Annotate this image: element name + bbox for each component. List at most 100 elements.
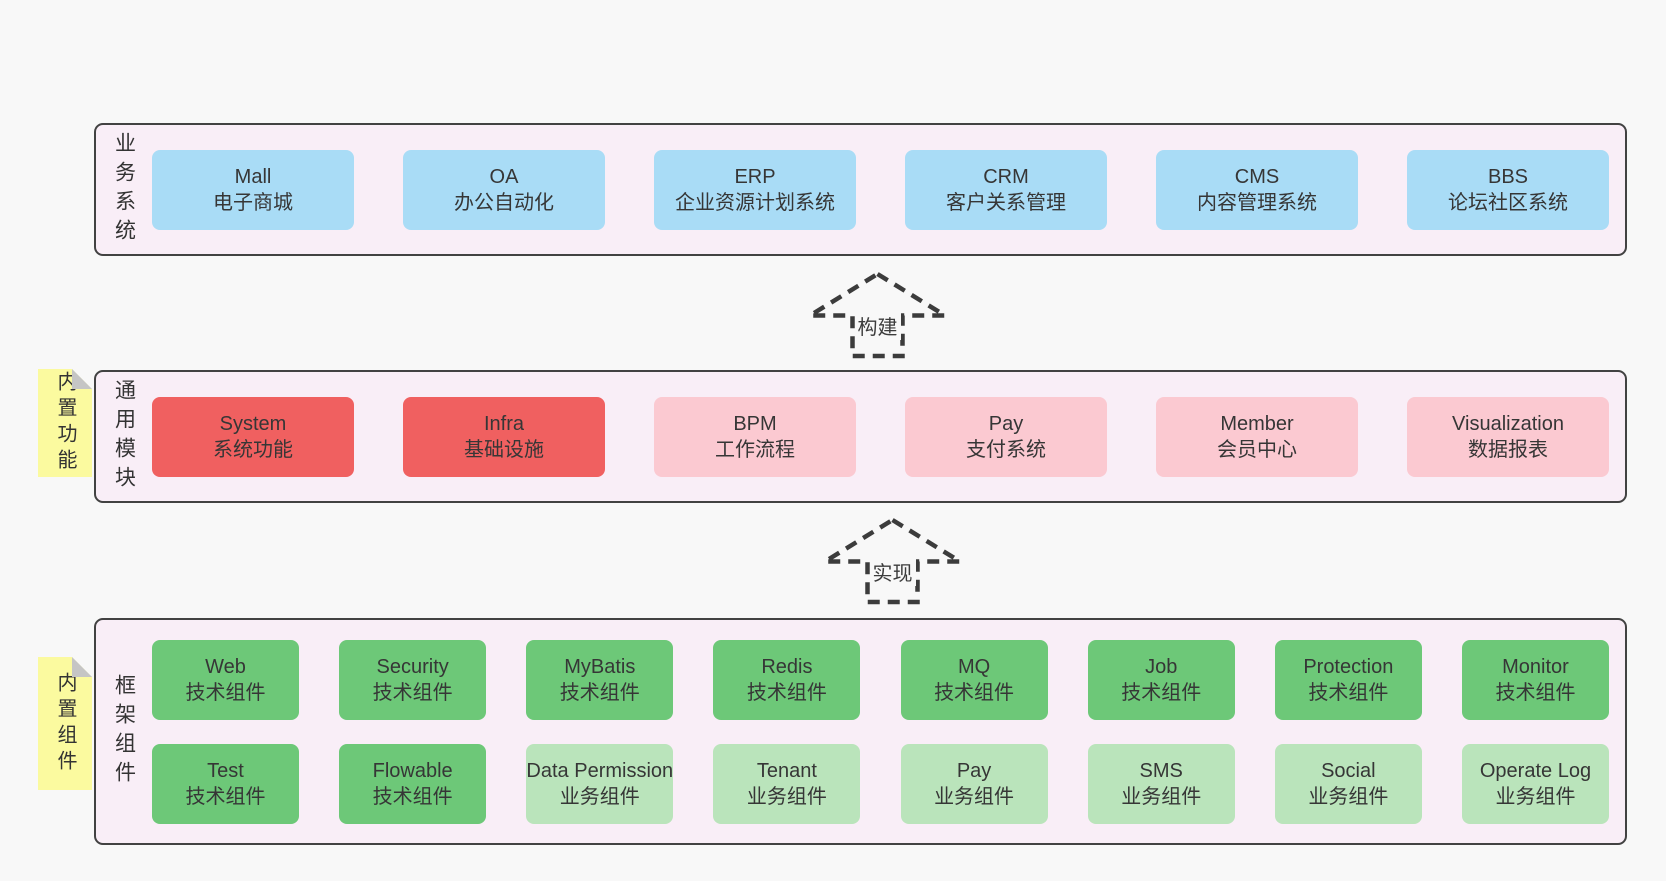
arrow-implement: 实现	[822, 516, 963, 606]
box-cms: CMS 内容管理系统	[1156, 149, 1358, 230]
box-title: Social	[1321, 759, 1376, 782]
box-security: Security 技术组件	[339, 639, 487, 720]
layer-framework-components: 框架组件 Web 技术组件 Security 技术组件 MyBatis 技术组件…	[94, 618, 1627, 845]
box-data-permission: Data Permission 业务组件	[526, 743, 674, 824]
sticky-note-built-in-features: 内置功能	[38, 369, 92, 477]
box-title: Operate Log	[1479, 759, 1592, 782]
box-title: OA	[489, 165, 519, 188]
box-test: Test 技术组件	[152, 743, 299, 824]
box-visualization: Visualization 数据报表	[1407, 396, 1609, 477]
box-title: System	[219, 412, 287, 435]
box-subtitle: 技术组件	[1121, 681, 1202, 704]
box-subtitle: 技术组件	[1495, 681, 1576, 704]
layer-label-business-systems: 业务系统	[96, 132, 152, 248]
layer-label-text: 通用模块	[112, 378, 136, 495]
box-mq: MQ 技术组件	[900, 639, 1048, 720]
box-subtitle: 企业资源计划系统	[675, 191, 835, 214]
framework-components-row-2: Test 技术组件 Flowable 技术组件 Data Permission …	[152, 743, 1609, 824]
box-protection: Protection 技术组件	[1274, 639, 1422, 720]
business-systems-boxes: Mall 电子商城 OA 办公自动化 ERP 企业资源计划系统 CRM 客户关系…	[152, 149, 1609, 230]
box-subtitle: 支付系统	[966, 438, 1046, 461]
box-title: Member	[1220, 412, 1294, 435]
box-subtitle: 内容管理系统	[1197, 191, 1317, 214]
box-title: Pay	[988, 412, 1024, 435]
box-title: Flowable	[372, 759, 453, 782]
box-pay-component: Pay 业务组件	[900, 743, 1048, 824]
box-title: Job	[1145, 655, 1178, 678]
box-mybatis: MyBatis 技术组件	[526, 639, 674, 720]
layer-label-framework-components: 框架组件	[96, 674, 152, 790]
layer-label-text: 业务系统	[112, 131, 136, 248]
box-subtitle: 电子商城	[213, 191, 293, 214]
box-title: SMS	[1139, 759, 1183, 782]
box-subtitle: 技术组件	[185, 681, 266, 704]
box-monitor: Monitor 技术组件	[1461, 639, 1609, 720]
framework-components-row-1: Web 技术组件 Security 技术组件 MyBatis 技术组件 Redi…	[152, 639, 1609, 720]
arrow-implement-label: 实现	[869, 557, 916, 586]
sticky-note-text: 内置功能	[54, 371, 76, 475]
box-subtitle: 业务组件	[1308, 785, 1389, 808]
box-subtitle: 业务组件	[1121, 785, 1202, 808]
box-redis: Redis 技术组件	[713, 639, 861, 720]
box-subtitle: 论坛社区系统	[1448, 191, 1568, 214]
box-subtitle: 技术组件	[372, 785, 453, 808]
box-subtitle: 数据报表	[1468, 438, 1548, 461]
sticky-note-built-in-components: 内置组件	[38, 657, 92, 790]
box-subtitle: 客户关系管理	[946, 191, 1066, 214]
common-modules-boxes: System 系统功能 Infra 基础设施 BPM 工作流程 Pay 支付系统…	[152, 396, 1609, 477]
box-title: Security	[376, 655, 449, 678]
box-system: System 系统功能	[152, 396, 354, 477]
box-title: Redis	[761, 655, 813, 678]
box-title: BPM	[733, 412, 777, 435]
box-bpm: BPM 工作流程	[654, 396, 856, 477]
layer-business-systems: 业务系统 Mall 电子商城 OA 办公自动化 ERP 企业资源计划系统 CRM…	[94, 123, 1627, 256]
box-title: Visualization	[1452, 412, 1564, 435]
box-subtitle: 办公自动化	[454, 191, 554, 214]
box-mall: Mall 电子商城	[152, 149, 354, 230]
box-subtitle: 工作流程	[715, 438, 795, 461]
box-crm: CRM 客户关系管理	[905, 149, 1107, 230]
arrow-up-icon	[822, 517, 963, 605]
box-subtitle: 会员中心	[1217, 438, 1297, 461]
box-subtitle: 技术组件	[372, 681, 453, 704]
box-subtitle: 技术组件	[1308, 681, 1389, 704]
box-subtitle: 技术组件	[559, 681, 640, 704]
layer-common-modules: 通用模块 System 系统功能 Infra 基础设施 BPM 工作流程 Pay…	[94, 370, 1627, 503]
box-subtitle: 系统功能	[213, 438, 293, 461]
box-erp: ERP 企业资源计划系统	[654, 149, 856, 230]
box-bbs: BBS 论坛社区系统	[1407, 149, 1609, 230]
layer-label-common-modules: 通用模块	[96, 379, 152, 495]
box-sms: SMS 业务组件	[1087, 743, 1235, 824]
box-tenant: Tenant 业务组件	[713, 743, 861, 824]
box-title: Data Permission	[526, 759, 674, 782]
box-member: Member 会员中心	[1156, 396, 1358, 477]
box-operate-log: Operate Log 业务组件	[1461, 743, 1609, 824]
box-oa: OA 办公自动化	[403, 149, 605, 230]
sticky-note-text: 内置组件	[54, 671, 76, 776]
box-title: MQ	[957, 655, 991, 678]
box-subtitle: 基础设施	[464, 438, 544, 461]
arrow-build-label: 构建	[854, 311, 901, 340]
box-title: Tenant	[756, 759, 817, 782]
box-subtitle: 技术组件	[746, 681, 827, 704]
box-subtitle: 业务组件	[1495, 785, 1576, 808]
box-infra: Infra 基础设施	[403, 396, 605, 477]
box-title: Pay	[956, 759, 992, 782]
box-title: BBS	[1487, 165, 1529, 188]
box-title: Protection	[1303, 655, 1394, 678]
box-title: MyBatis	[564, 655, 636, 678]
box-pay-system: Pay 支付系统	[905, 396, 1107, 477]
layer-label-text: 框架组件	[112, 673, 136, 790]
box-title: CMS	[1234, 165, 1280, 188]
box-social: Social 业务组件	[1274, 743, 1422, 824]
box-subtitle: 业务组件	[559, 785, 640, 808]
arrow-up-icon	[807, 271, 948, 359]
box-title: CRM	[983, 165, 1029, 188]
box-subtitle: 业务组件	[746, 785, 827, 808]
box-flowable: Flowable 技术组件	[339, 743, 487, 824]
box-title: Monitor	[1502, 655, 1569, 678]
box-title: Mall	[234, 165, 272, 188]
box-title: Infra	[483, 412, 525, 435]
box-web: Web 技术组件	[152, 639, 299, 720]
arrow-build: 构建	[807, 270, 948, 360]
